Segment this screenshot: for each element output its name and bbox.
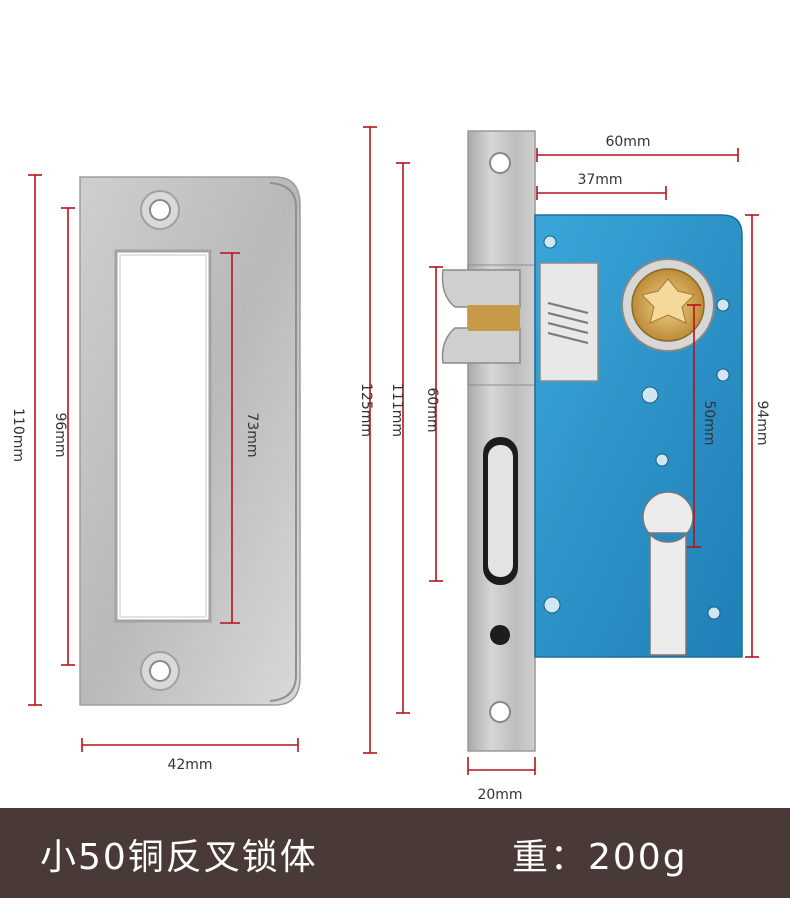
latch-spring — [547, 302, 589, 344]
dimension-labels: 110mm 96mm 73mm 42mm 125mm 111mm 60mm 60… — [10, 134, 770, 803]
label-37mm: 37mm — [577, 172, 622, 188]
label-73mm: 73mm — [244, 412, 260, 457]
label-42mm: 42mm — [167, 757, 212, 773]
latch-bolt — [441, 269, 521, 364]
label-60mm-backset: 60mm — [605, 134, 650, 150]
footer-banner: 小50铜反叉锁体 重：200g — [0, 808, 790, 898]
dimension-lines — [28, 126, 759, 775]
label-111mm: 111mm — [389, 383, 405, 437]
strike-opening — [114, 249, 212, 623]
label-50mm: 50mm — [701, 400, 717, 445]
cam-brass-hub — [621, 258, 715, 352]
strike-plate — [79, 176, 301, 706]
label-60mm-vertical: 60mm — [424, 387, 440, 432]
product-title: 小50铜反叉锁体 — [40, 837, 318, 878]
product-weight: 重：200g — [512, 837, 688, 878]
label-125mm: 125mm — [358, 383, 374, 437]
cylinder-hole — [642, 491, 694, 656]
label-94mm: 94mm — [754, 400, 770, 445]
label-20mm: 20mm — [477, 787, 522, 803]
label-110mm: 110mm — [10, 408, 26, 462]
faceplate — [467, 130, 536, 752]
label-96mm: 96mm — [52, 412, 68, 457]
faceplate-screw-top — [489, 152, 511, 174]
faceplate-screw-bottom — [489, 701, 511, 723]
